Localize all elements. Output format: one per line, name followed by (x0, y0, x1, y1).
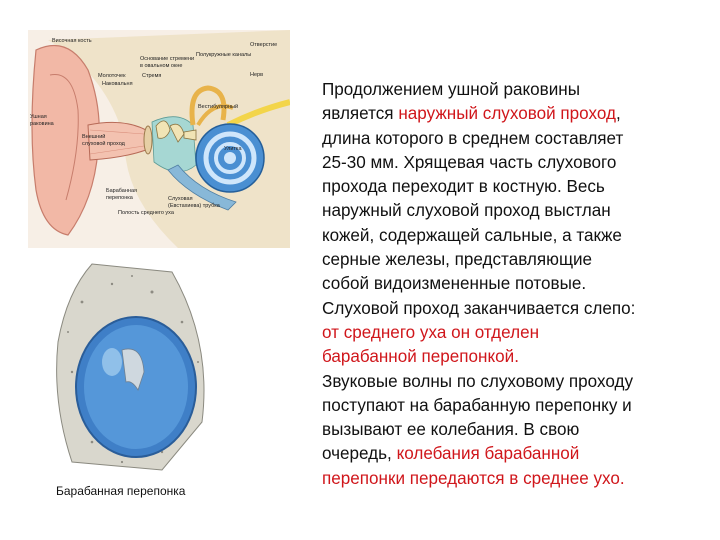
highlight-transmission: перепонки передаются в среднее ухо. (322, 468, 625, 488)
text-line-4: 25-30 мм. Хрящевая часть слухового (322, 152, 617, 172)
text-line-15: вызывают ее колебания. В свою (322, 420, 580, 440)
label-oval-window: в овальном окне (140, 63, 182, 69)
label-incus: Наковальня (102, 81, 133, 87)
label-bony-part: Височная кость (52, 38, 92, 44)
text-line-2: является наружный слуховой проход, (322, 102, 694, 126)
label-auricle-1: Ушная (30, 114, 47, 120)
label-ext-canal-1: Внешний (82, 133, 105, 140)
highlight-eardrum-vibrations: колебания барабанной (396, 444, 580, 464)
label-opening: Отверстие (250, 42, 277, 48)
text-line-3: длина которого в среднем составляет (322, 128, 624, 148)
label-middle-ear: Полость среднего уха (118, 210, 175, 216)
label-semicircular: Полукружные каналы (196, 52, 251, 58)
label-nerve: Нерв (250, 72, 263, 78)
label-cochlea: Улитка (224, 146, 242, 152)
eardrum-illustration (56, 263, 205, 471)
highlight-eardrum: барабанной перепонкой. (322, 347, 519, 367)
label-eustachian-2: (Евстахиева) трубка (168, 203, 221, 209)
text-line-2-start: является (322, 104, 399, 124)
label-vestibular: Вестибулярный (198, 103, 238, 110)
label-eardrum-1: Барабанная (106, 188, 137, 194)
text-line-2-end: , (615, 104, 621, 124)
eardrum-caption: Барабанная перепонка (56, 484, 186, 498)
text-line-5: прохода переходит в костную. Весь (322, 177, 605, 197)
highlight-middle-ear-separation: от среднего уха он отделен (322, 322, 540, 342)
label-malleus: Молоточек (98, 73, 126, 79)
highlight-external-canal: наружный слуховой проход (398, 104, 616, 124)
label-ext-canal-2: слуховой проход (82, 140, 126, 147)
label-stapes: Стремя (142, 73, 161, 79)
text-line-13: Звуковые волны по слуховому проходу (322, 371, 634, 391)
text-line-9: собой видоизмененные потовые. (322, 274, 587, 294)
text-line-16: очередь, колебания барабанной (322, 442, 694, 466)
text-line-10: Слуховой проход заканчивается слепо: (322, 298, 636, 318)
label-stapes-base: Основание стремени (140, 56, 194, 62)
ear-canal-description: Продолжением ушной раковины является нар… (322, 78, 694, 491)
text-line-7: кожей, содержащей сальные, а также (322, 225, 622, 245)
text-line-14: поступают на барабанную перепонку и (322, 395, 632, 415)
ear-anatomy-illustration: Височная кость Основание стремени в овал… (28, 30, 290, 248)
text-line-16-start: очередь, (322, 444, 397, 464)
label-auricle-2: раковина (30, 121, 55, 127)
text-line-8: серные железы, представляющие (322, 250, 593, 270)
text-line-6: наружный слуховой проход выстлан (322, 201, 611, 221)
label-eardrum-2: перепонка (106, 195, 134, 201)
label-eustachian-1: Слуховая (168, 196, 193, 202)
text-line-1: Продолжением ушной раковины (322, 80, 580, 99)
